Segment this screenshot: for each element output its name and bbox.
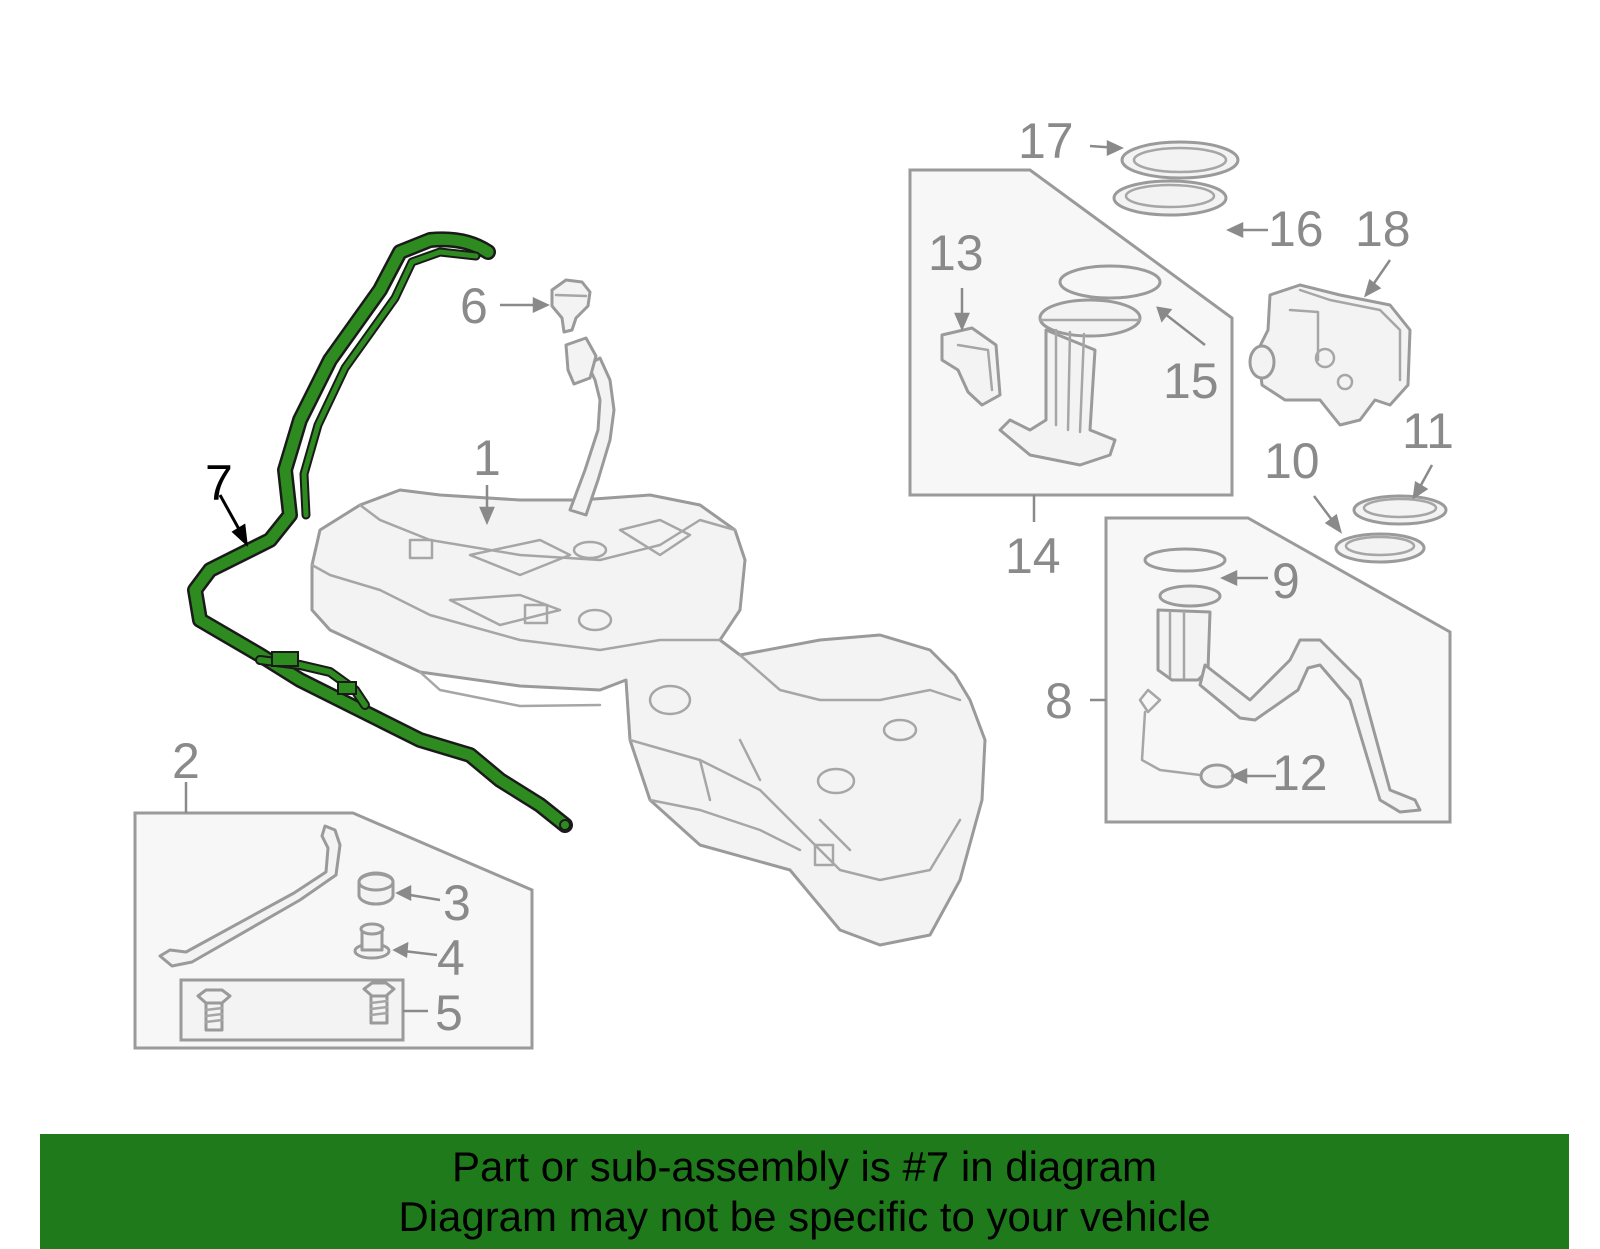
transfer-pump-box — [1090, 516, 1452, 824]
level-sensor — [1138, 688, 1235, 789]
pump-seal-9 — [1143, 547, 1227, 573]
callout-2: 2 — [172, 733, 200, 789]
fuel-pump — [998, 298, 1142, 467]
bushing — [353, 922, 391, 960]
filler-neck — [564, 336, 616, 517]
callout-17: 17 — [1018, 113, 1074, 169]
lock-ring-16 — [1112, 179, 1228, 217]
callout-16: 16 — [1268, 201, 1324, 257]
callout-15: 15 — [1163, 353, 1219, 409]
callout-18: 18 — [1355, 201, 1411, 257]
grommet — [357, 871, 395, 906]
transfer-line — [1198, 638, 1422, 814]
fuel-line-highlighted — [187, 231, 573, 833]
callout-4: 4 — [437, 930, 465, 986]
callout-5: 5 — [435, 985, 463, 1041]
callout-13: 13 — [928, 225, 984, 281]
pump-module-box — [908, 168, 1234, 522]
banner-part-note: Part or sub-assembly is #7 in diagram — [452, 1143, 1157, 1190]
strap-group-box — [133, 782, 534, 1050]
transfer-pump — [1156, 584, 1222, 682]
fuel-cap — [550, 278, 592, 334]
callout-12: 12 — [1272, 745, 1328, 801]
info-banner: Part or sub-assembly is #7 in diagram Di… — [40, 1134, 1569, 1249]
seal-ring-10 — [1334, 532, 1426, 564]
callout-6: 6 — [460, 278, 488, 334]
fuel-tank — [310, 488, 987, 947]
banner-disclaimer: Diagram may not be specific to your vehi… — [398, 1193, 1211, 1240]
callout-7: 7 — [205, 455, 233, 511]
pump-seal — [1058, 264, 1162, 300]
callout-11: 11 — [1402, 403, 1454, 459]
tank-strap — [158, 824, 342, 968]
bolt-left — [196, 988, 232, 1032]
callout-3: 3 — [443, 875, 471, 931]
seal-ring-11 — [1352, 494, 1448, 526]
bolt-right — [362, 981, 396, 1025]
callout-1: 1 — [473, 430, 501, 486]
lock-ring-17 — [1120, 140, 1240, 180]
pump-housing — [1248, 283, 1412, 427]
fuel-level-sender — [940, 326, 1002, 407]
callout-9: 9 — [1272, 553, 1300, 609]
callout-8: 8 — [1045, 673, 1073, 729]
callout-10: 10 — [1264, 433, 1320, 489]
callout-14: 14 — [1005, 528, 1061, 584]
